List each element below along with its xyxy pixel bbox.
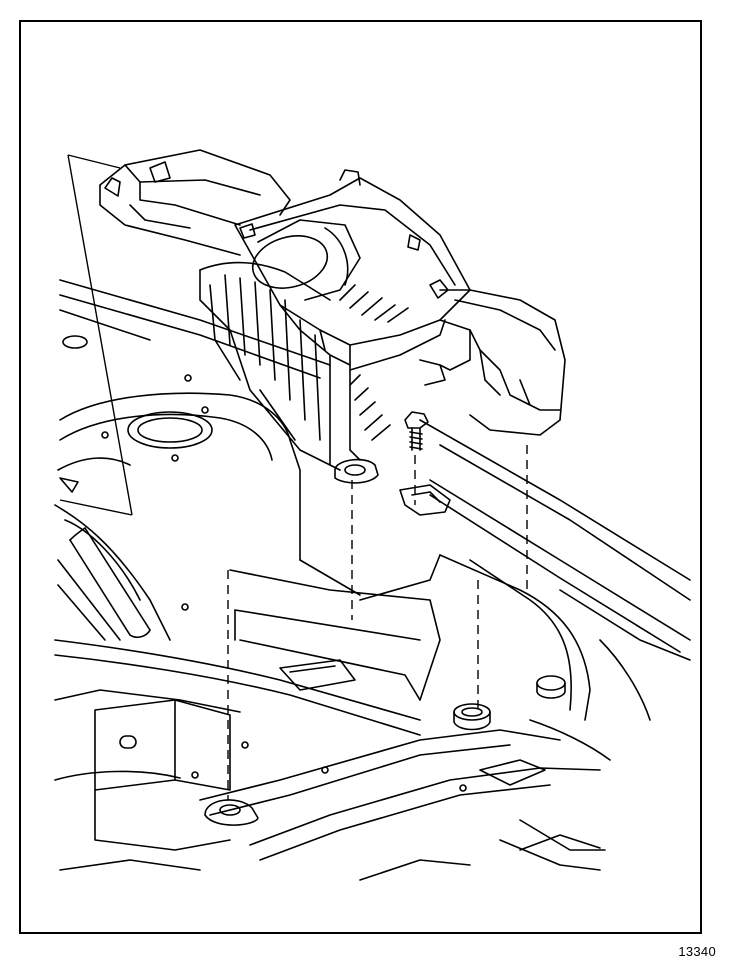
figure-number: 13340 [678, 944, 716, 959]
illustration-frame [19, 20, 702, 934]
air-cleaner-assembly-icon [99, 149, 566, 484]
vehicle-body-structure [54, 279, 691, 881]
support-bracket [399, 484, 451, 516]
mounting-bolt-icon [404, 411, 429, 451]
alignment-leader-lines-icon [227, 445, 528, 800]
grommet-icon [453, 703, 491, 731]
lower-mount-grommet-icon [204, 799, 259, 826]
